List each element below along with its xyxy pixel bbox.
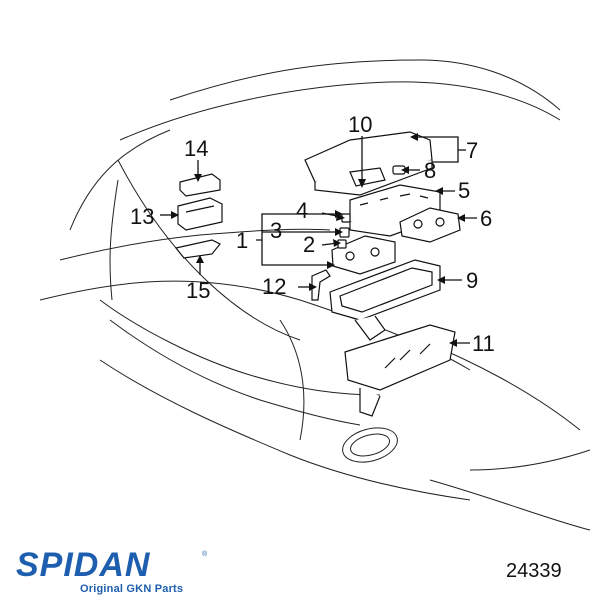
svg-text:®: ®: [202, 550, 208, 558]
part-cover-14: [179, 173, 221, 197]
callout-5: 5: [458, 178, 470, 203]
callout-6: 6: [480, 206, 492, 231]
spidan-logo: SPIDAN ®: [16, 546, 208, 582]
part-number: 24339: [506, 560, 562, 582]
part-fuse-block-1: [331, 235, 396, 275]
part-bracket-11: [344, 324, 456, 417]
part-block-13: [177, 197, 223, 231]
callout-15: 15: [186, 278, 210, 303]
callout-4: 4: [296, 198, 308, 223]
callout-9: 9: [466, 268, 478, 293]
callout-10: 10: [348, 112, 372, 137]
part-box-9: [329, 259, 441, 341]
brand-tagline: Original GKN Parts: [80, 583, 184, 595]
callout-12: 12: [262, 274, 286, 299]
callout-14: 14: [184, 136, 208, 161]
part-fuse-puller-12: [311, 269, 331, 301]
callout-labels: 10 7 8 5 6 4 3 1 2 9 12 11 14 13 15: [130, 112, 495, 356]
part-relay-block-6: [399, 207, 461, 243]
part-holder-15: [174, 239, 221, 259]
arrowheads: [171, 133, 465, 347]
callout-3: 3: [270, 218, 282, 243]
callout-8: 8: [424, 158, 436, 183]
callout-1: 1: [236, 228, 248, 253]
callout-7: 7: [466, 138, 478, 163]
callout-11: 11: [472, 331, 495, 356]
part-relay-cover-10: [304, 131, 433, 196]
callout-2: 2: [303, 232, 315, 257]
logo-wordmark: SPIDAN: [16, 546, 151, 582]
callout-13: 13: [130, 204, 154, 229]
